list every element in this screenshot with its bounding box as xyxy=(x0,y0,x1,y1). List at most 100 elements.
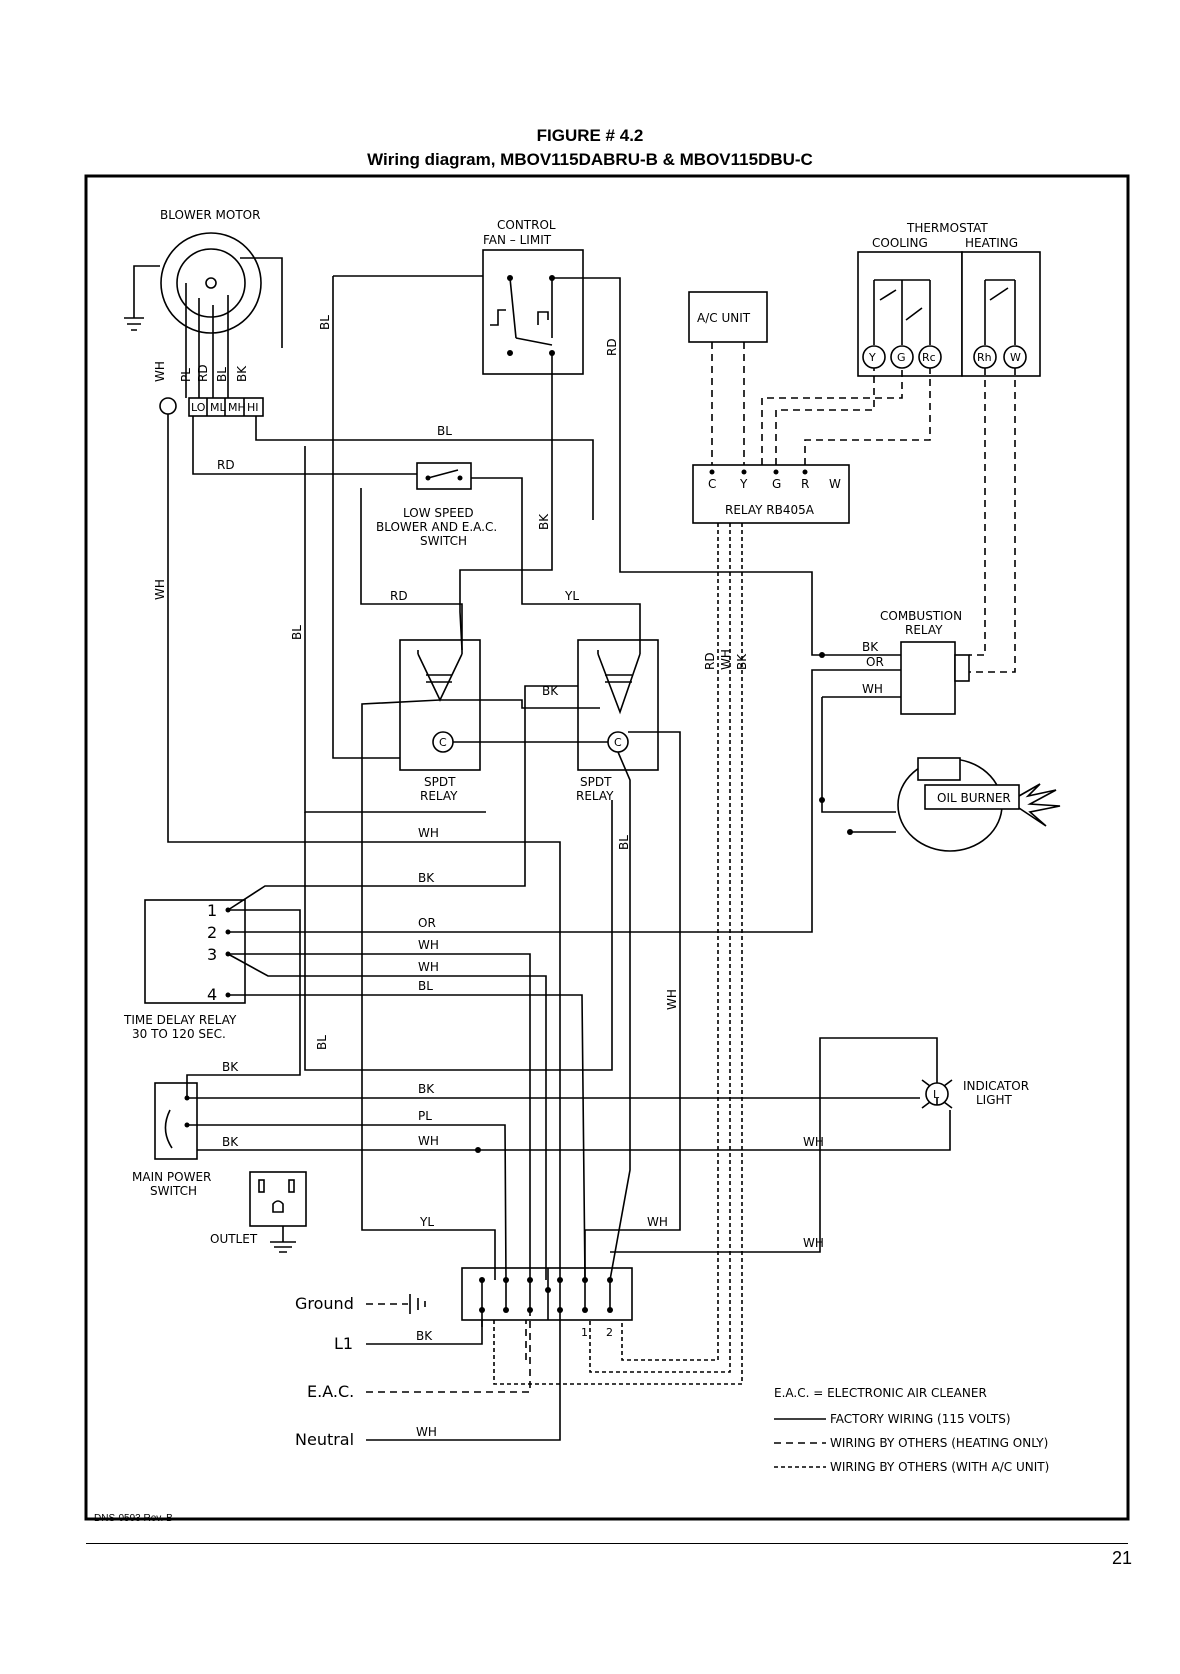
svg-text:BK: BK xyxy=(222,1135,239,1149)
blower-motor: BLOWER MOTOR LO ML MH HI WH PL RD BL BK xyxy=(124,208,283,417)
svg-text:3: 3 xyxy=(207,945,217,964)
svg-text:BL: BL xyxy=(318,315,332,330)
relay-rb405a: C Y G R W RELAY RB405A xyxy=(692,464,850,524)
svg-text:BK: BK xyxy=(542,684,559,698)
time-delay-relay: 1 2 3 4 TIME DELAY RELAY 30 TO 120 SEC. xyxy=(123,899,246,1041)
svg-text:SPDT: SPDT xyxy=(580,775,612,789)
svg-text:BK: BK xyxy=(416,1329,433,1343)
svg-text:Y: Y xyxy=(739,477,748,491)
svg-text:4: 4 xyxy=(207,985,217,1004)
supply-connections: Ground L1 BK E.A.C. Neutral WH xyxy=(295,1294,561,1449)
svg-text:R: R xyxy=(801,477,809,491)
svg-text:COMBUSTION: COMBUSTION xyxy=(880,609,962,623)
svg-text:WH: WH xyxy=(153,579,167,600)
svg-text:2: 2 xyxy=(207,923,217,942)
svg-text:G: G xyxy=(772,477,781,491)
svg-text:OR: OR xyxy=(866,655,884,669)
svg-text:WH: WH xyxy=(418,1134,439,1148)
svg-text:BL: BL xyxy=(418,979,433,993)
thermostat-terminal-w: W xyxy=(1010,351,1021,364)
figure-number: FIGURE # 4.2 xyxy=(536,126,644,145)
svg-text:OR: OR xyxy=(418,916,436,930)
outlet: OUTLET xyxy=(210,1171,307,1253)
svg-text:THERMOSTAT: THERMOSTAT xyxy=(906,221,988,235)
legend: E.A.C. = ELECTRONIC AIR CLEANER FACTORY … xyxy=(774,1386,1049,1474)
svg-text:BK: BK xyxy=(222,1060,239,1074)
svg-text:BK: BK xyxy=(235,365,249,382)
svg-text:RD: RD xyxy=(217,458,235,472)
svg-text:BK: BK xyxy=(418,1082,435,1096)
svg-text:RELAY: RELAY xyxy=(420,789,458,803)
svg-text:OUTLET: OUTLET xyxy=(210,1232,258,1246)
svg-text:WH: WH xyxy=(418,960,439,974)
svg-text:BL: BL xyxy=(315,1035,329,1050)
svg-text:A/C UNIT: A/C UNIT xyxy=(697,311,751,325)
blower-motor-label: BLOWER MOTOR xyxy=(160,208,260,222)
svg-text:C: C xyxy=(439,736,447,749)
svg-text:RELAY: RELAY xyxy=(905,623,943,637)
svg-text:LIGHT: LIGHT xyxy=(976,1093,1013,1107)
svg-text:SWITCH: SWITCH xyxy=(150,1184,197,1198)
ac-unit: A/C UNIT xyxy=(688,291,768,343)
svg-text:RD: RD xyxy=(605,338,619,356)
svg-text:RELAY RB405A: RELAY RB405A xyxy=(725,503,815,517)
figure-caption: Wiring diagram, MBOV115DABRU-B & MBOV115… xyxy=(367,150,813,169)
svg-text:WH: WH xyxy=(862,682,883,696)
svg-text:WH: WH xyxy=(418,826,439,840)
thermostat-terminal-rc: Rc xyxy=(922,351,936,364)
oil-burner: OIL BURNER xyxy=(897,757,1061,852)
thermostat-terminal-y: Y xyxy=(868,351,876,364)
document-code: DNS-0593 Rev. B xyxy=(94,1513,173,1524)
indicator-light: L INDICATOR LIGHT xyxy=(921,1079,1029,1109)
svg-text:1: 1 xyxy=(207,901,217,920)
svg-text:HEATING: HEATING xyxy=(965,236,1018,250)
svg-text:BK: BK xyxy=(537,513,551,530)
svg-text:C: C xyxy=(708,477,716,491)
svg-text:WIRING BY OTHERS (HEATING ONLY: WIRING BY OTHERS (HEATING ONLY) xyxy=(830,1436,1048,1450)
svg-text:WH: WH xyxy=(418,938,439,952)
svg-text:MAIN POWER: MAIN POWER xyxy=(132,1170,211,1184)
svg-text:RD: RD xyxy=(196,364,210,382)
svg-text:WIRING BY OTHERS (WITH A/C UNI: WIRING BY OTHERS (WITH A/C UNIT) xyxy=(830,1460,1049,1474)
svg-text:SWITCH: SWITCH xyxy=(420,534,467,548)
svg-text:WH: WH xyxy=(803,1135,824,1149)
svg-text:OIL BURNER: OIL BURNER xyxy=(937,791,1011,805)
svg-text:WH: WH xyxy=(153,361,167,382)
svg-text:L1: L1 xyxy=(334,1334,353,1353)
svg-text:SPDT: SPDT xyxy=(424,775,456,789)
svg-text:RD: RD xyxy=(390,589,408,603)
svg-text:YL: YL xyxy=(419,1215,434,1229)
svg-text:PL: PL xyxy=(179,368,193,382)
svg-text:BK: BK xyxy=(735,653,749,670)
svg-text:30 TO 120 SEC.: 30 TO 120 SEC. xyxy=(132,1027,226,1041)
svg-text:COOLING: COOLING xyxy=(872,236,928,250)
svg-text:Neutral: Neutral xyxy=(295,1430,354,1449)
svg-text:PL: PL xyxy=(418,1109,432,1123)
svg-text:BK: BK xyxy=(862,640,879,654)
svg-text:L: L xyxy=(933,1088,940,1101)
page-number: 21 xyxy=(1111,1548,1132,1568)
svg-text:FACTORY WIRING (115 VOLTS): FACTORY WIRING (115 VOLTS) xyxy=(830,1412,1011,1426)
motor-terminal-lo: LO xyxy=(191,401,206,414)
svg-text:YL: YL xyxy=(564,589,579,603)
svg-text:WH: WH xyxy=(719,649,733,670)
spdt-relay-right: C SPDT RELAY xyxy=(576,639,659,803)
svg-text:INDICATOR: INDICATOR xyxy=(963,1079,1029,1093)
svg-text:BK: BK xyxy=(418,871,435,885)
svg-text:BL: BL xyxy=(617,835,631,850)
svg-text:RELAY: RELAY xyxy=(576,789,614,803)
footer-rule xyxy=(86,1543,1128,1544)
svg-text:WH: WH xyxy=(803,1236,824,1250)
svg-text:CONTROL: CONTROL xyxy=(497,218,556,232)
svg-text:E.A.C. = ELECTRONIC AIR CLEA: E.A.C. = ELECTRONIC AIR CLEANER xyxy=(774,1386,987,1400)
svg-text:W: W xyxy=(829,477,841,491)
thermostat: THERMOSTAT COOLING HEATING Y G Rc Rh W xyxy=(857,221,1041,377)
motor-terminal-hi: HI xyxy=(247,401,259,414)
low-speed-switch: LOW SPEED BLOWER AND E.A.C. SWITCH xyxy=(376,462,497,548)
svg-text:RD: RD xyxy=(703,652,717,670)
svg-text:BL: BL xyxy=(437,424,452,438)
svg-text:BL: BL xyxy=(290,625,304,640)
svg-text:E.A.C.: E.A.C. xyxy=(307,1382,354,1401)
svg-text:BLOWER AND E.A.C.: BLOWER AND E.A.C. xyxy=(376,520,497,534)
